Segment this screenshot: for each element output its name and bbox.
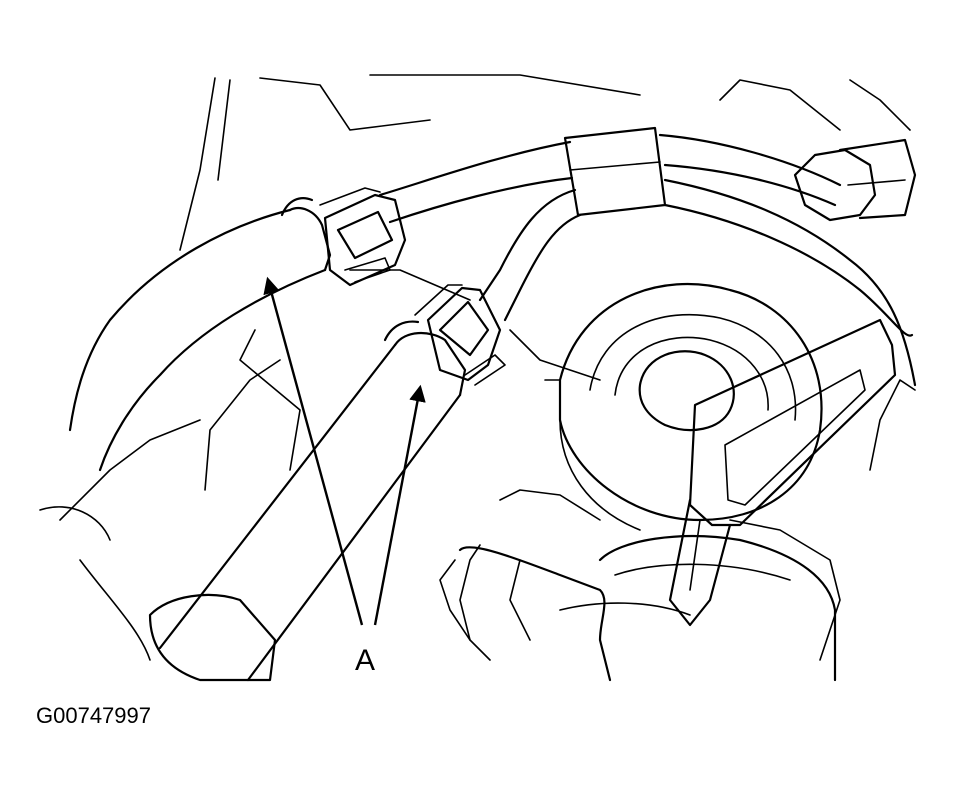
callout-arrows	[263, 276, 426, 626]
round-component	[544, 282, 823, 531]
hose-clamp-lower	[414, 284, 506, 386]
lower-housing	[148, 535, 837, 682]
lower-hose	[158, 320, 467, 682]
figure-id: G00747997	[36, 703, 151, 728]
callout-label-a: A	[355, 644, 376, 677]
callout-arrow-upper-hose	[263, 276, 364, 626]
hose-clamp-upper	[319, 187, 407, 287]
bracket-handle	[668, 318, 897, 627]
upper-hose	[68, 197, 332, 472]
engine-background-contours	[39, 74, 916, 661]
metal-pipes	[378, 126, 917, 387]
callout-arrow-lower-hose	[373, 384, 426, 626]
